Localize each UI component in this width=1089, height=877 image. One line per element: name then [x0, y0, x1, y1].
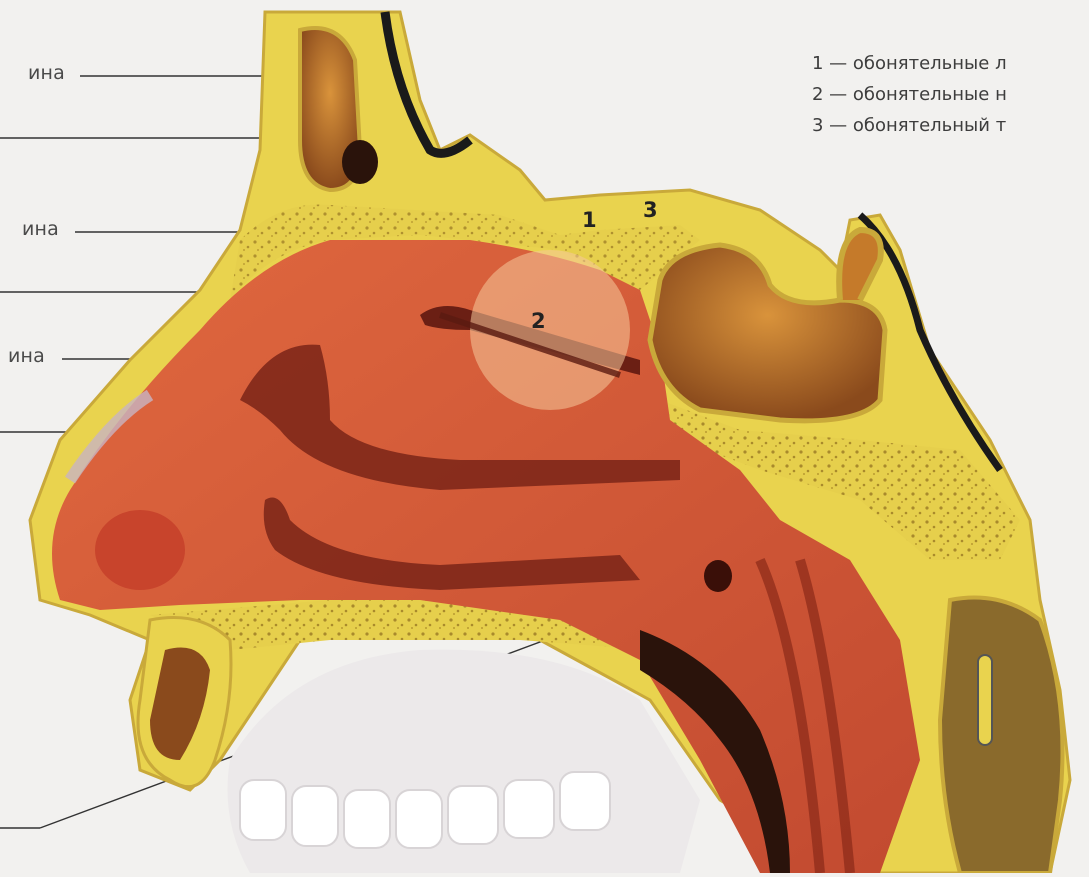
side-label-2: ина: [22, 218, 59, 240]
legend-item-3: 3 — обонятельный т: [812, 110, 1089, 141]
tooth: [344, 790, 390, 848]
nostril-bulb: [95, 510, 185, 590]
cervical-spine: [940, 598, 1063, 874]
marker-2: 2: [531, 309, 546, 333]
marker-1: 1: [582, 208, 597, 232]
spine-slot: [978, 655, 992, 745]
side-label-3: ина: [8, 345, 45, 367]
marker-3: 3: [643, 198, 658, 222]
tooth: [292, 786, 338, 846]
auditory-tube-opening: [704, 560, 732, 592]
legend-item-2: 2 — обонятельные н: [812, 79, 1089, 110]
tooth: [448, 786, 498, 844]
tooth: [504, 780, 554, 838]
tooth: [396, 790, 442, 848]
frontal-sinus-opening: [342, 140, 378, 184]
legend: 1 — обонятельные л 2 — обонятельные н 3 …: [812, 48, 1089, 141]
legend-item-1: 1 — обонятельные л: [812, 48, 1089, 79]
side-label-1: ина: [28, 62, 65, 84]
tooth: [560, 772, 610, 830]
tooth: [240, 780, 286, 840]
